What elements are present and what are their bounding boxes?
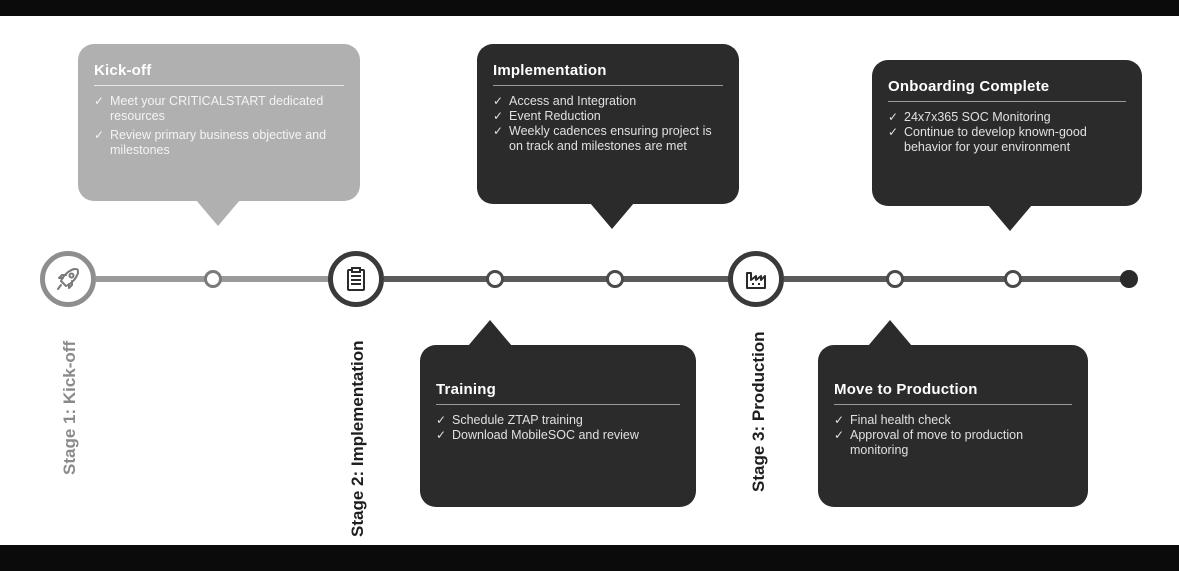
milestone-node xyxy=(606,270,624,288)
milestone-node xyxy=(204,270,222,288)
clipboard-icon xyxy=(347,267,365,291)
callout-title: Move to Production xyxy=(834,381,1072,405)
top-bar xyxy=(0,0,1179,16)
bottom-bar xyxy=(0,545,1179,571)
checklist-item: Access and Integration xyxy=(493,94,723,109)
callout-title: Kick-off xyxy=(94,62,344,86)
callout-pointer xyxy=(988,205,1032,231)
callout-pointer xyxy=(868,320,912,346)
checklist-item: Schedule ZTAP training xyxy=(436,413,680,428)
stage-2-marker xyxy=(328,251,384,307)
checklist-item: Event Reduction xyxy=(493,109,723,124)
timeline-segment-2 xyxy=(384,276,734,282)
checklist-item: Continue to develop known-good behavior … xyxy=(888,125,1126,155)
checklist: 24x7x365 SOC Monitoring Continue to deve… xyxy=(888,110,1126,155)
stage-1-marker xyxy=(40,251,96,307)
timeline-end-node xyxy=(1120,270,1138,288)
milestone-node xyxy=(486,270,504,288)
callout-training: Training Schedule ZTAP training Download… xyxy=(420,345,696,507)
callout-pointer xyxy=(196,200,240,226)
checklist-item: Meet your CRITICALSTART dedicated resour… xyxy=(94,94,344,124)
stage-3-marker xyxy=(728,251,784,307)
factory-icon xyxy=(746,272,766,289)
checklist: Final health check Approval of move to p… xyxy=(834,413,1072,458)
checklist-item: Final health check xyxy=(834,413,1072,428)
checklist: Schedule ZTAP training Download MobileSO… xyxy=(436,413,680,443)
stage-2-label: Stage 2: Implementation xyxy=(348,340,367,537)
checklist-item: Approval of move to production monitorin… xyxy=(834,428,1072,458)
timeline-segment-3 xyxy=(784,276,1132,282)
checklist-item: Review primary business objective and mi… xyxy=(94,128,344,158)
callout-production: Move to Production Final health check Ap… xyxy=(818,345,1088,507)
milestone-node xyxy=(1004,270,1022,288)
callout-title: Implementation xyxy=(493,62,723,86)
checklist-item: Download MobileSOC and review xyxy=(436,428,680,443)
rocket-icon xyxy=(57,268,79,290)
checklist-item: 24x7x365 SOC Monitoring xyxy=(888,110,1126,125)
checklist-item: Weekly cadences ensuring project is on t… xyxy=(493,124,723,154)
milestone-node xyxy=(886,270,904,288)
callout-title: Onboarding Complete xyxy=(888,78,1126,102)
callout-title: Training xyxy=(436,381,680,405)
callout-pointer xyxy=(590,203,634,229)
stage-3-label: Stage 3: Production xyxy=(749,331,768,492)
checklist: Meet your CRITICALSTART dedicated resour… xyxy=(94,94,344,158)
callout-onboarding: Onboarding Complete 24x7x365 SOC Monitor… xyxy=(872,60,1142,206)
callout-kickoff: Kick-off Meet your CRITICALSTART dedicat… xyxy=(78,44,360,201)
callout-implementation: Implementation Access and Integration Ev… xyxy=(477,44,739,204)
callout-pointer xyxy=(468,320,512,346)
stage-1-label: Stage 1: Kick-off xyxy=(60,340,79,475)
checklist: Access and Integration Event Reduction W… xyxy=(493,94,723,154)
